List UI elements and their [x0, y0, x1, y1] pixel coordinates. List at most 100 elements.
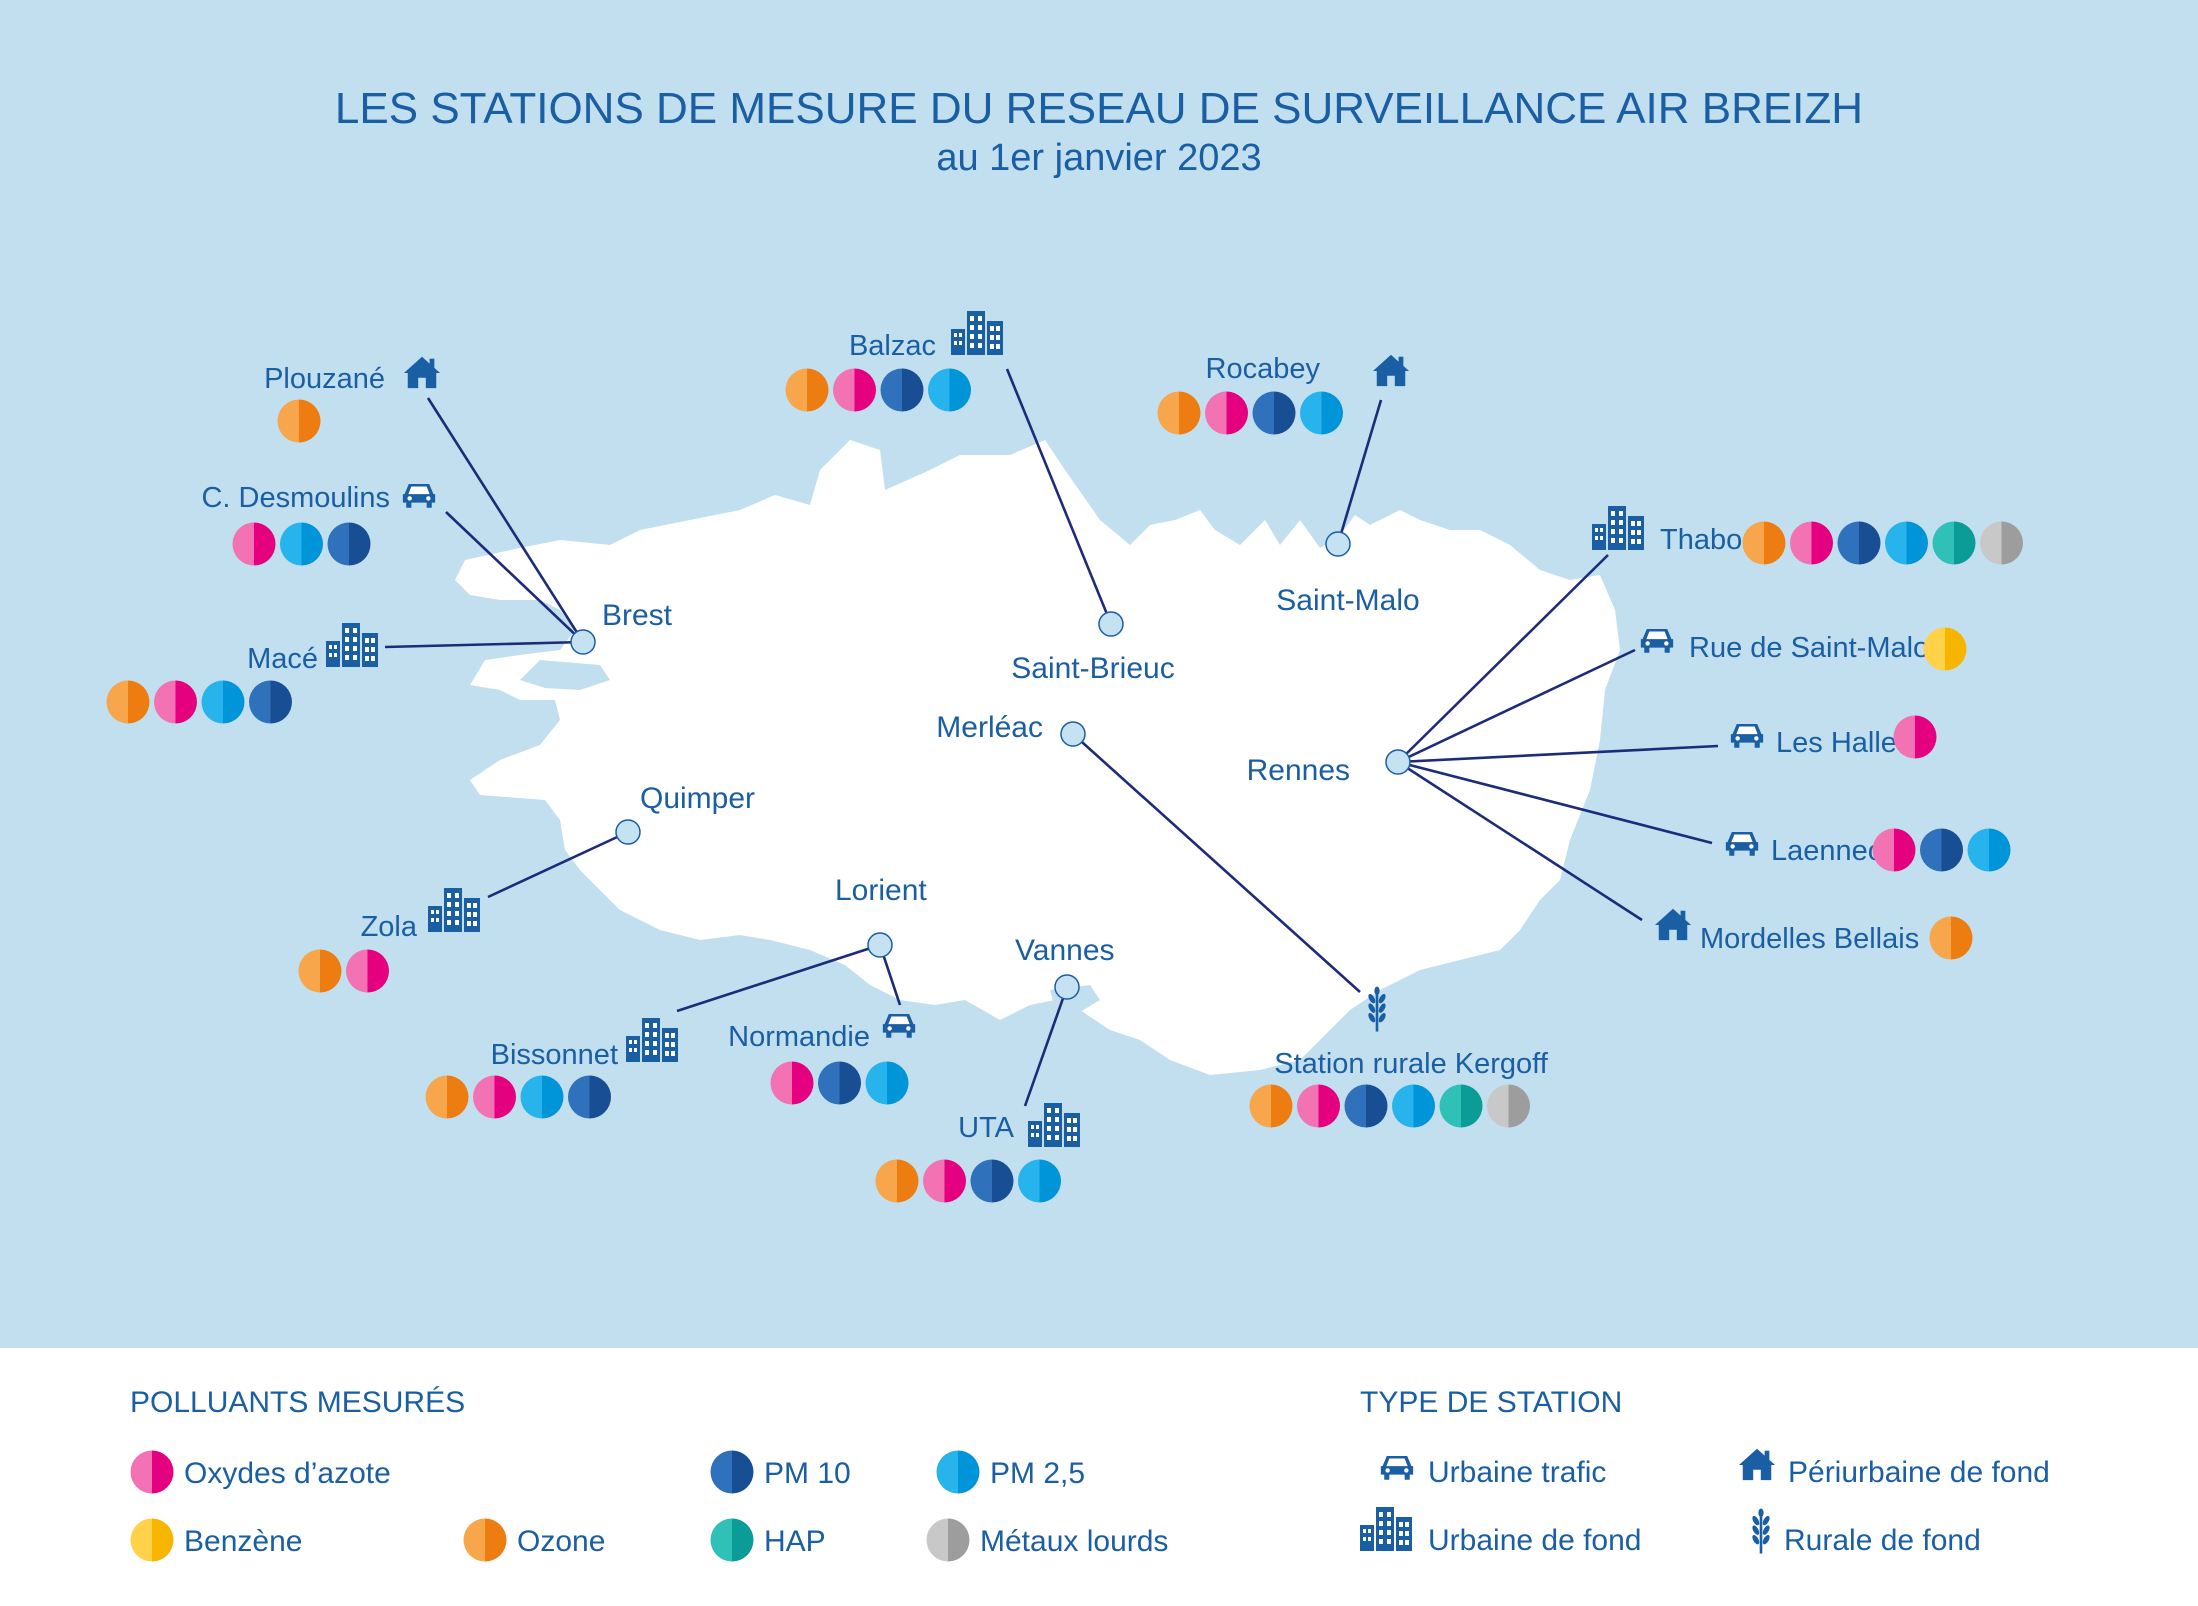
pollutant-dot-pm10 — [327, 522, 371, 566]
station-les-halles[interactable]: Les Halles — [1730, 715, 1937, 760]
station-label-thabor: Thabor — [1660, 524, 1752, 556]
station-rocabey[interactable]: Rocabey — [1157, 353, 1410, 435]
legend-label-hap: HAP — [764, 1525, 826, 1558]
legend-dot-benzene — [130, 1518, 174, 1562]
station-label-mace: Macé — [247, 643, 318, 675]
city-dot-saint-malo[interactable] — [1325, 531, 1351, 557]
city-label-rennes: Rennes — [1247, 754, 1350, 787]
station-plouzane[interactable]: Plouzané — [264, 356, 441, 443]
legend-dot-ozone — [463, 1518, 507, 1562]
connector-mordelles — [1397, 760, 1643, 922]
legend-dot-nox — [130, 1450, 174, 1494]
city-dot-quimper[interactable] — [615, 819, 641, 845]
connector-mace — [384, 640, 584, 649]
pollutant-dot-pm25 — [520, 1075, 564, 1119]
city-label-saint-brieuc: Saint-Brieuc — [1011, 652, 1174, 685]
pollutant-dot-pm10 — [818, 1061, 861, 1105]
pollutant-dot-pm25 — [865, 1061, 909, 1105]
legend-label-pm10: PM 10 — [764, 1457, 851, 1490]
connector-balzac — [1005, 368, 1113, 625]
station-laennec[interactable]: Laennec — [1725, 828, 2011, 872]
pollutant-dot-nox — [923, 1159, 966, 1203]
city-label-vannes: Vannes — [1015, 934, 1115, 967]
pollutant-dot-pm25 — [928, 368, 972, 412]
pollutant-dot-ozone — [785, 368, 829, 412]
station-label-les-halles: Les Halles — [1776, 727, 1911, 759]
station-label-rocabey: Rocabey — [1206, 353, 1321, 385]
legend-dot-hap — [710, 1518, 754, 1562]
legend-item-pm25: PM 2,5 — [936, 1450, 1085, 1494]
pollutant-dot-pm10 — [1344, 1084, 1388, 1128]
city-dot-saint-brieuc[interactable] — [1098, 611, 1124, 637]
pollutant-dot-metaux — [1980, 521, 2023, 565]
pollutant-dot-pm25 — [1884, 521, 1928, 565]
legend-item-nox: Oxydes d’azote — [130, 1450, 391, 1494]
legend-type-trafic: Urbaine trafic — [1380, 1455, 1606, 1489]
city-label-lorient: Lorient — [835, 874, 927, 907]
pollutant-dot-pm10 — [1919, 828, 1963, 872]
pollutant-dot-nox — [473, 1075, 516, 1119]
legend-area — [0, 1348, 2198, 1606]
station-thabor[interactable]: Thabor — [1592, 506, 2023, 565]
legend-label-pm25: PM 2,5 — [990, 1457, 1085, 1490]
city-dot-lorient[interactable] — [867, 932, 893, 958]
station-label-laennec: Laennec — [1771, 835, 1882, 867]
pollutant-dot-benzene — [1923, 627, 1967, 671]
legend-dot-pm10 — [710, 1450, 754, 1494]
legend-item-benzene: Benzène — [130, 1518, 302, 1562]
city-dot-merleac[interactable] — [1060, 721, 1086, 747]
pollutant-dot-pm25 — [280, 522, 323, 566]
pollutant-dot-ozone — [1742, 521, 1786, 565]
station-bissonnet[interactable]: Bissonnet — [425, 1018, 679, 1119]
pollutant-dot-pm10 — [1837, 521, 1881, 565]
pollutant-dot-nox — [346, 949, 389, 993]
legend-label-benzene: Benzène — [184, 1525, 302, 1558]
legend-type-periurbain: Périurbaine de fond — [1738, 1448, 2050, 1489]
station-mordelles[interactable]: Mordelles Bellais — [1654, 908, 1973, 960]
city-dot-vannes[interactable] — [1054, 974, 1080, 1000]
city-dot-rennes[interactable] — [1385, 749, 1411, 775]
legend-type-label-rurale: Rurale de fond — [1784, 1524, 1981, 1557]
station-mace[interactable]: Macé — [106, 623, 378, 724]
station-desmoulins[interactable]: C. Desmoulins — [201, 482, 436, 566]
pollutant-dot-ozone — [1157, 391, 1201, 435]
city-label-saint-malo: Saint-Malo — [1276, 584, 1419, 617]
legend-item-pm10: PM 10 — [710, 1450, 851, 1494]
station-label-kergoff: Station rurale Kergoff — [1274, 1048, 1548, 1080]
station-label-rue-saint-malo: Rue de Saint-Malo — [1689, 632, 1929, 664]
connector-uta — [1023, 986, 1069, 1107]
legend-label-metaux: Métaux lourds — [980, 1525, 1168, 1558]
connector-rocabey — [1336, 399, 1383, 545]
station-uta[interactable]: UTA — [875, 1103, 1080, 1203]
pollutant-dot-pm10 — [880, 368, 924, 412]
pollutant-dot-metaux — [1487, 1084, 1530, 1128]
pollutant-dot-pm25 — [1967, 828, 2011, 872]
station-zola[interactable]: Zola — [298, 888, 481, 993]
legend-dot-pm25 — [936, 1450, 980, 1494]
pollutant-dot-nox — [232, 522, 276, 566]
pollutant-dot-ozone — [1929, 916, 1973, 960]
pollutant-dot-nox — [154, 680, 197, 724]
station-rue-saint-malo[interactable]: Rue de Saint-Malo — [1640, 627, 1967, 671]
city-label-quimper: Quimper — [640, 782, 755, 815]
rade-de-brest — [520, 660, 610, 690]
legend-item-ozone: Ozone — [463, 1518, 605, 1562]
city-dot-brest[interactable] — [570, 629, 596, 655]
legend-label-nox: Oxydes d’azote — [184, 1457, 391, 1490]
legend-type-label-periurbain: Périurbaine de fond — [1788, 1456, 2050, 1489]
station-kergoff[interactable]: Station rurale Kergoff — [1249, 986, 1549, 1128]
connector-plouzane — [426, 397, 585, 643]
pollutant-dot-pm10 — [249, 680, 292, 724]
pollutant-dot-nox — [1205, 391, 1248, 435]
connector-kergoff — [1072, 733, 1361, 993]
station-balzac[interactable]: Balzac — [785, 311, 1003, 412]
connector-zola — [487, 830, 629, 899]
pollutant-dot-ozone — [425, 1075, 469, 1119]
station-normandie[interactable]: Normandie — [728, 1013, 916, 1105]
pollutant-dot-pm25 — [1392, 1084, 1435, 1128]
pollutant-dot-ozone — [298, 949, 342, 993]
